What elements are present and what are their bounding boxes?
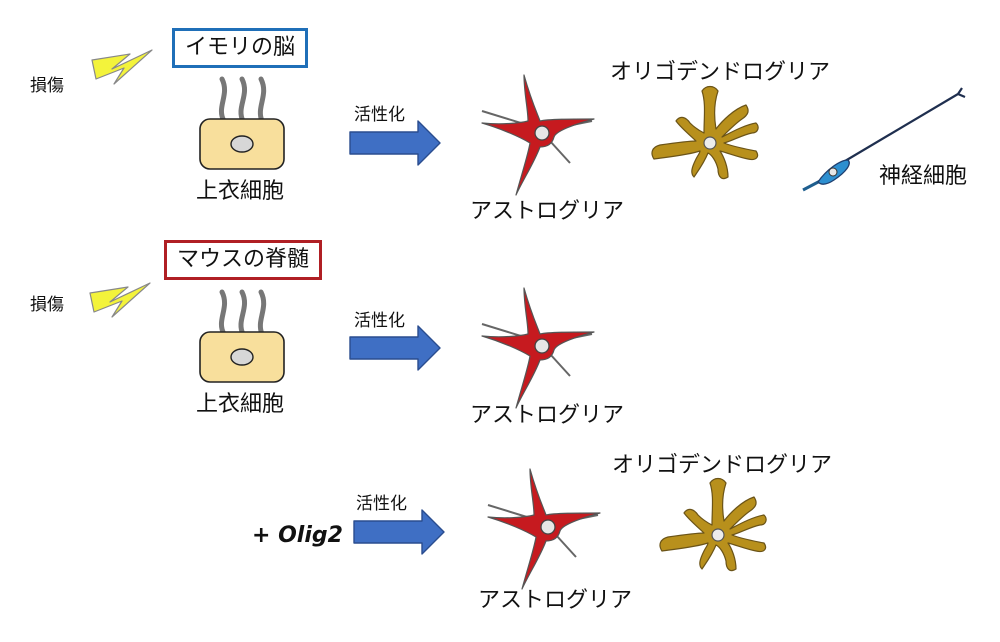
- oligodendrocyte-label: オリゴデンドログリア: [612, 453, 833, 478]
- ependymal-cell-label: 上衣細胞: [196, 392, 285, 417]
- oligodendrocyte-label: オリゴデンドログリア: [610, 60, 831, 85]
- activation-label: 活性化: [356, 494, 407, 514]
- olig2-name: Olig2: [278, 523, 343, 548]
- activation-label: 活性化: [354, 105, 405, 125]
- injury-label: 損傷: [30, 76, 64, 96]
- ependymal-cell-label: 上衣細胞: [196, 179, 285, 204]
- mouse-spinal-cord-title: マウスの脊髄: [164, 240, 323, 280]
- newt-brain-title: イモリの脳: [172, 28, 309, 68]
- oligodendrocyte-icon: [659, 477, 767, 572]
- neuron-icon: [802, 87, 966, 192]
- ependymal-cell-icon: [200, 79, 284, 169]
- activation-label: 活性化: [354, 311, 405, 331]
- neuron-label: 神経細胞: [879, 164, 968, 189]
- activation-arrow: [349, 325, 441, 371]
- oligodendrocyte-icon: [651, 85, 759, 180]
- astrocyte-label: アストログリア: [470, 199, 625, 224]
- astrocyte-icon: [487, 468, 601, 590]
- astrocyte-label: アストログリア: [478, 588, 633, 613]
- injury-lightning-icon: [89, 282, 151, 318]
- ependymal-cell-icon: [200, 292, 284, 382]
- injury-label: 損傷: [30, 295, 64, 315]
- astrocyte-icon: [481, 287, 595, 409]
- astrocyte-icon: [481, 74, 595, 196]
- olig2-gene-label: + Olig2: [252, 525, 343, 547]
- activation-arrow: [353, 509, 445, 555]
- olig2-prefix: +: [252, 523, 279, 548]
- activation-arrow: [349, 120, 441, 166]
- astrocyte-label: アストログリア: [470, 403, 625, 428]
- injury-lightning-icon: [91, 49, 153, 85]
